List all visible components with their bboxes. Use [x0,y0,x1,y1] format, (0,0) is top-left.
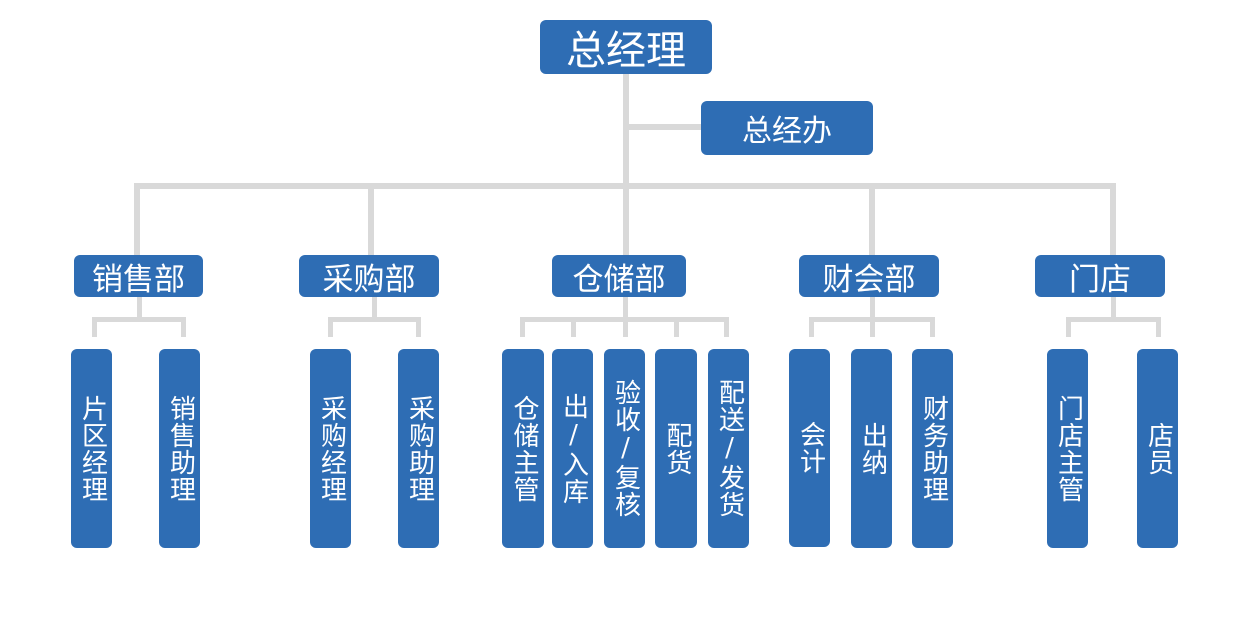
connector-finance-drop [930,317,935,337]
connector-warehouse-stem [623,297,628,319]
connector-sales-stem [137,297,142,319]
connector-sales-drop [92,317,97,337]
connector-drop-store [1110,183,1116,255]
connector-sales-drop [181,317,186,337]
connector-finance-drop [809,317,814,337]
connector-store-stem [1111,297,1116,319]
connector-drop-warehouse [623,183,629,255]
connector-warehouse-drop [520,317,525,337]
connector-drop-purchase [368,183,374,255]
connector-store-bus [1066,317,1161,322]
connector-sales-bus [92,317,186,322]
connector-purchase-drop [416,317,421,337]
role-node: 门店主管 [1047,349,1088,548]
connector-warehouse-drop [623,317,628,337]
dept-node: 销售部 [74,255,203,298]
role-node: 会计 [789,349,830,547]
connector-ceo-trunk [623,72,629,186]
connector-store-drop [1156,317,1161,337]
node-ceo-office: 总经办 [701,101,873,155]
connector-finance-stem [870,297,875,319]
dept-node: 采购部 [299,255,439,298]
role-node: 片区经理 [71,349,112,548]
connector-office-branch [629,124,701,130]
role-node: 店员 [1137,349,1178,548]
connector-warehouse-drop [724,317,729,337]
connector-drop-finance [869,183,875,255]
role-node: 出/入库 [552,349,593,548]
role-node: 销售助理 [159,349,200,548]
dept-node: 仓储部 [552,255,686,298]
dept-node: 财会部 [799,255,939,298]
connector-purchase-bus [328,317,421,322]
connector-purchase-stem [372,297,377,319]
node-ceo: 总经理 [540,20,712,74]
role-node: 出纳 [851,349,892,548]
role-node: 采购助理 [398,349,439,548]
connector-warehouse-drop [674,317,679,337]
role-node: 仓储主管 [502,349,544,548]
connector-finance-drop [870,317,875,337]
role-node: 配送/发货 [708,349,749,548]
connector-warehouse-drop [571,317,576,337]
connector-drop-sales [134,183,140,255]
role-node: 财务助理 [912,349,953,548]
role-node: 验收/复核 [604,349,645,548]
role-node: 配货 [655,349,697,548]
role-node: 采购经理 [310,349,351,548]
connector-store-drop [1066,317,1071,337]
dept-node: 门店 [1035,255,1165,298]
connector-purchase-drop [328,317,333,337]
